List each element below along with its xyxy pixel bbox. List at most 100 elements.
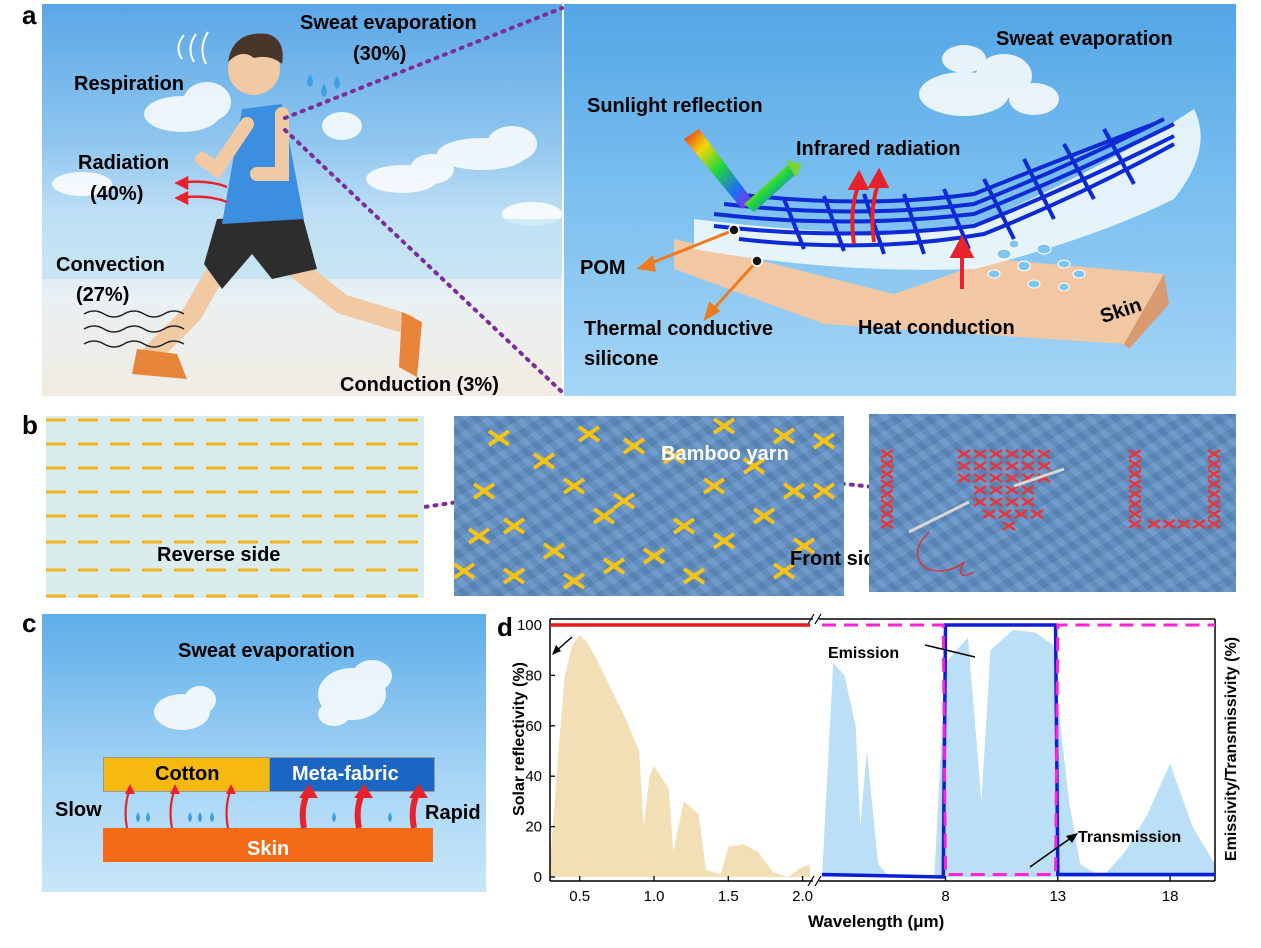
stitch-x-red xyxy=(989,472,1003,484)
axis-break-mark xyxy=(814,875,822,887)
stitch-x xyxy=(502,517,526,535)
stitch-x-red xyxy=(1207,468,1221,480)
stitch-x-red xyxy=(1005,484,1019,496)
stitch-x xyxy=(772,562,796,580)
stitch-x xyxy=(812,482,836,500)
stitch-x xyxy=(612,492,636,510)
stitch-x xyxy=(702,477,726,495)
stitch-x-red xyxy=(1005,496,1019,508)
stitch-x-red xyxy=(1005,460,1019,472)
skin-layer xyxy=(103,828,433,862)
stitch-x-red xyxy=(1207,458,1221,470)
stitch-x-red xyxy=(1207,448,1221,460)
stitch-x-red xyxy=(1021,496,1035,508)
stitch-x xyxy=(642,547,666,565)
stitch-x-red xyxy=(1147,518,1161,530)
stitch-x-red xyxy=(1128,448,1142,460)
panel-letter-b: b xyxy=(22,410,38,440)
label-meta: Meta-fabric xyxy=(292,763,399,785)
stitch-x-red xyxy=(880,518,894,530)
fabric-skin-illustration xyxy=(636,45,1201,349)
y-tick-label: 80 xyxy=(525,667,542,684)
label-cotton: Cotton xyxy=(155,763,220,785)
stitch-x-red xyxy=(1207,518,1221,530)
stitch-x xyxy=(622,437,646,455)
stitch-x xyxy=(472,482,496,500)
label-conduction: Conduction (3%) xyxy=(340,374,499,396)
stitch-x-red xyxy=(1177,518,1191,530)
stitch-x-red xyxy=(1207,478,1221,490)
stitch-x xyxy=(562,572,586,590)
stitch-x-red xyxy=(1162,518,1176,530)
axis-break-mark xyxy=(807,613,815,625)
stitch-x-red xyxy=(1207,508,1221,520)
stitch-x-red xyxy=(973,484,987,496)
stitch-x xyxy=(454,562,476,580)
stitch-x xyxy=(812,432,836,450)
stitch-x-red xyxy=(1030,508,1044,520)
stitch-x xyxy=(792,537,816,555)
label-thermal-2: silicone xyxy=(584,348,659,370)
y-tick-label: 20 xyxy=(525,819,542,836)
stitch-x xyxy=(742,457,766,475)
runner-illustration xyxy=(42,31,562,379)
stitch-x-red xyxy=(989,496,1003,508)
stitch-x-red xyxy=(998,508,1012,520)
stitch-x-red xyxy=(1128,498,1142,510)
stitch-x-red xyxy=(957,472,971,484)
meta-fabric-layer xyxy=(269,757,435,792)
stitch-x-red xyxy=(880,508,894,520)
label-sweat-left: Sweat evaporation xyxy=(300,12,477,34)
stitch-x-red xyxy=(1005,472,1019,484)
stitch-x-red xyxy=(989,484,1003,496)
panel-letter-c: c xyxy=(22,608,37,638)
label-pom: POM xyxy=(580,257,626,279)
label-sunlight: Sunlight reflection xyxy=(587,95,763,117)
y-tick-label: 40 xyxy=(525,768,542,785)
chart-x-label: Wavelength (μm) xyxy=(808,912,945,931)
stitch-x-red xyxy=(973,496,987,508)
x-tick-label: 1.0 xyxy=(644,888,665,905)
stitch-x-red xyxy=(1207,498,1221,510)
stitch-x-red xyxy=(989,460,1003,472)
transmission-arrow xyxy=(1029,834,1076,868)
y-tick-label: 0 xyxy=(534,869,542,886)
stitch-x xyxy=(562,477,586,495)
stitch-x-red xyxy=(880,458,894,470)
label-rapid: Rapid xyxy=(425,802,481,824)
stitch-x xyxy=(662,447,686,465)
sweat-drops-c xyxy=(136,812,392,822)
stitch-x xyxy=(467,527,491,545)
chart-y-label-left: Solar reflectivity (%) xyxy=(511,662,528,816)
stitch-x xyxy=(712,417,736,435)
embroidery-swatch xyxy=(869,414,1236,592)
sweat-drops-icon xyxy=(307,74,340,97)
transmission-arrowhead xyxy=(1066,833,1078,843)
label-respiration: Respiration xyxy=(74,73,185,95)
y-tick-label: 60 xyxy=(525,718,542,735)
stitch-x xyxy=(672,517,696,535)
stitch-x-red xyxy=(1002,520,1016,532)
label-convection: Convection xyxy=(56,254,165,276)
stitch-x-red xyxy=(973,460,987,472)
red-cross-stitch-pattern xyxy=(880,448,1221,577)
stitch-x-red xyxy=(957,460,971,472)
stitch-x-red xyxy=(1128,508,1142,520)
stitch-x-red xyxy=(1014,508,1028,520)
label-thermal-1: Thermal conductive xyxy=(584,318,773,340)
stitch-x-red xyxy=(880,498,894,510)
label-transmission: Transmission xyxy=(1078,829,1182,846)
stitch-x-red xyxy=(1192,518,1206,530)
runner-figure xyxy=(132,33,422,379)
panel-a-left-scene xyxy=(42,4,562,396)
stitch-x-red xyxy=(1037,448,1051,460)
axis-break-mark xyxy=(814,613,822,625)
stitch-x-red xyxy=(1021,448,1035,460)
label-bamboo: Bamboo yarn xyxy=(661,443,789,465)
label-heat: Heat conduction xyxy=(858,317,1015,339)
chart-y-label-right: Emissivity/Transmissivity (%) xyxy=(1223,636,1240,862)
needle-icon xyxy=(908,467,1065,577)
stitch-x-red xyxy=(957,448,971,460)
